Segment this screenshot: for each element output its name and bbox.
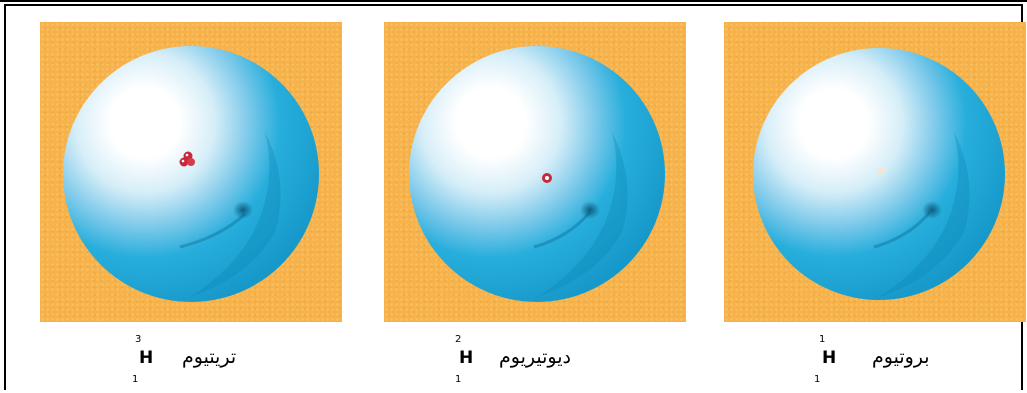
mass-number: 3 (135, 334, 141, 345)
caption-deuterium: 2 H 1 ديوتيريوم (449, 334, 709, 388)
isotope-name: بروتيوم (872, 346, 930, 368)
atomic-number: 1 (814, 374, 820, 385)
electron-shadow (580, 201, 600, 219)
element-symbol: H (822, 348, 836, 368)
mass-number: 2 (455, 334, 461, 345)
nucleus (542, 173, 552, 183)
atomic-number: 1 (455, 374, 461, 385)
electron-shadow (233, 201, 253, 219)
mass-number: 1 (819, 334, 825, 345)
element-symbol: H (459, 348, 473, 368)
element-symbol: H (139, 348, 153, 368)
isotope-name: تريتيوم (182, 346, 236, 368)
panel-protium (724, 22, 1026, 322)
electron-shadow (922, 201, 942, 219)
panel-tritium (40, 22, 342, 322)
tritium-atom (40, 22, 342, 322)
deuterium-atom (384, 22, 686, 322)
top-rule (0, 0, 1027, 2)
atomic-number: 1 (132, 374, 138, 385)
protium-atom (724, 22, 1026, 322)
panel-deuterium (384, 22, 686, 322)
electron-cloud (409, 46, 665, 302)
caption-protium: 1 H 1 بروتيوم (813, 334, 1027, 388)
caption-tritium: 3 H 1 تريتيوم (130, 334, 390, 388)
isotope-name: ديوتيريوم (499, 346, 571, 368)
nucleus (878, 168, 885, 175)
electron-cloud (63, 46, 319, 302)
